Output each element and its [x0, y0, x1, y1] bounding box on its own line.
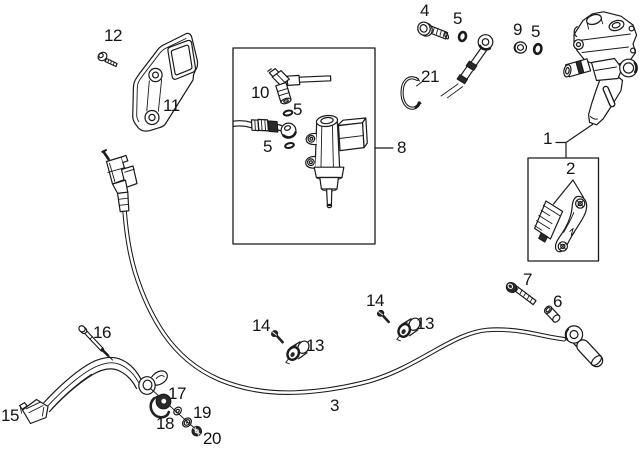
callout-19: 19: [193, 403, 212, 422]
callout-13-b: 13: [416, 314, 435, 333]
cable-sensor-illustration: [564, 325, 604, 368]
o-ring-5-lower-illustration: [284, 142, 295, 149]
o-ring-5-right-illustration: [532, 42, 543, 56]
hose-end-illustration: [232, 118, 297, 139]
cable-3-illustration: [122, 207, 567, 395]
sleeve-6-illustration: [543, 305, 561, 323]
guard-plate-11-illustration: [132, 32, 199, 132]
master-cylinder-8-illustration: [305, 114, 368, 209]
callout-12: 12: [104, 26, 123, 45]
circlip-21-illustration: [400, 76, 422, 110]
callout-9: 9: [513, 20, 523, 39]
brake-caliper-1-illustration: [563, 11, 638, 126]
banjo-bolt-4-illustration: [417, 21, 450, 40]
callout-1: 1: [543, 129, 553, 148]
leader-lines: [374, 80, 594, 205]
callout-5-c: 5: [293, 100, 303, 119]
callout-5-b: 5: [531, 22, 541, 41]
brake-hose-illustration: [440, 34, 494, 99]
detail-box-8: [232, 47, 376, 245]
callout-2: 2: [566, 159, 576, 178]
callout-16: 16: [93, 323, 112, 342]
callout-10: 10: [251, 83, 270, 102]
pin-16-illustration: [78, 325, 113, 361]
callout-5-a: 5: [453, 9, 463, 28]
callout-7: 7: [523, 270, 533, 289]
o-ring-5-upper-illustration: [282, 109, 294, 117]
brake-pad-left-illustration: [534, 200, 564, 243]
detail-box-2: [527, 157, 600, 262]
pivot-hardware-illustration: [149, 388, 203, 437]
callout-14-b: 14: [366, 291, 385, 310]
clamp-13-left-illustration: [285, 340, 310, 365]
callout-15: 15: [1, 406, 20, 425]
brake-pad-right-illustration: [554, 195, 588, 253]
cable-connector-illustration: [101, 149, 138, 213]
callout-20: 20: [203, 429, 222, 448]
brake-pedal-15-illustration: [19, 356, 168, 425]
fitting-10-illustration: [267, 68, 332, 105]
callout-6: 6: [553, 292, 563, 311]
callout-17: 17: [168, 384, 187, 403]
callout-14-a: 14: [252, 316, 271, 335]
screw-14-right-illustration: [375, 308, 390, 324]
bolt-7-illustration: [505, 281, 537, 306]
screw-12-illustration: [97, 51, 118, 68]
callout-3: 3: [330, 396, 340, 415]
screw-14-left-illustration: [271, 330, 284, 344]
callout-18: 18: [156, 414, 175, 433]
callout-5-d: 5: [263, 137, 273, 156]
o-ring-5-top-illustration: [457, 30, 468, 43]
washer-9-illustration: [513, 41, 528, 54]
callout-13-a: 13: [306, 336, 325, 355]
callout-21: 21: [421, 67, 440, 86]
callout-11: 11: [163, 96, 180, 115]
callout-4: 4: [420, 1, 430, 20]
callout-8: 8: [397, 138, 407, 157]
